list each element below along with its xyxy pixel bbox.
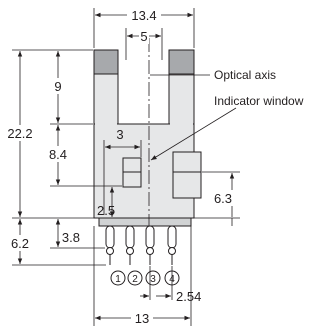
dim-3: 3 xyxy=(116,127,123,142)
indicator-window-leader xyxy=(150,107,237,161)
dim-22-2: 22.2 xyxy=(7,126,32,141)
sensor-body xyxy=(93,49,202,227)
terminal-block xyxy=(98,217,192,227)
pins xyxy=(105,225,177,265)
dim-5: 5 xyxy=(140,29,147,44)
side-window-boss xyxy=(172,151,202,199)
dim-8-4: 8.4 xyxy=(49,147,67,162)
dim-3-8: 3.8 xyxy=(62,230,80,245)
indicator-window-label: Indicator window xyxy=(214,94,304,108)
dim-2-54: 2.54 xyxy=(176,289,201,304)
right-arm-cap xyxy=(168,49,195,75)
pin-3 xyxy=(145,225,155,265)
pin-4 xyxy=(167,225,177,265)
pin-number-1: 1 xyxy=(115,274,121,285)
dim-6-2: 6.2 xyxy=(11,236,29,251)
pin-number-2: 2 xyxy=(132,274,138,285)
dim-13: 13 xyxy=(135,311,149,326)
pin-2 xyxy=(125,225,135,265)
pin-numbers: 1 2 3 4 xyxy=(110,270,180,286)
pin-1 xyxy=(105,225,115,265)
pin-number-3: 3 xyxy=(150,274,156,285)
dim-13-4: 13.4 xyxy=(131,8,156,23)
dim-2-5: 2.5 xyxy=(97,203,115,218)
dim-6-3: 6.3 xyxy=(214,191,232,206)
left-arm-cap xyxy=(93,49,119,75)
optical-axis-label: Optical axis xyxy=(214,68,276,82)
dim-9: 9 xyxy=(54,79,61,94)
